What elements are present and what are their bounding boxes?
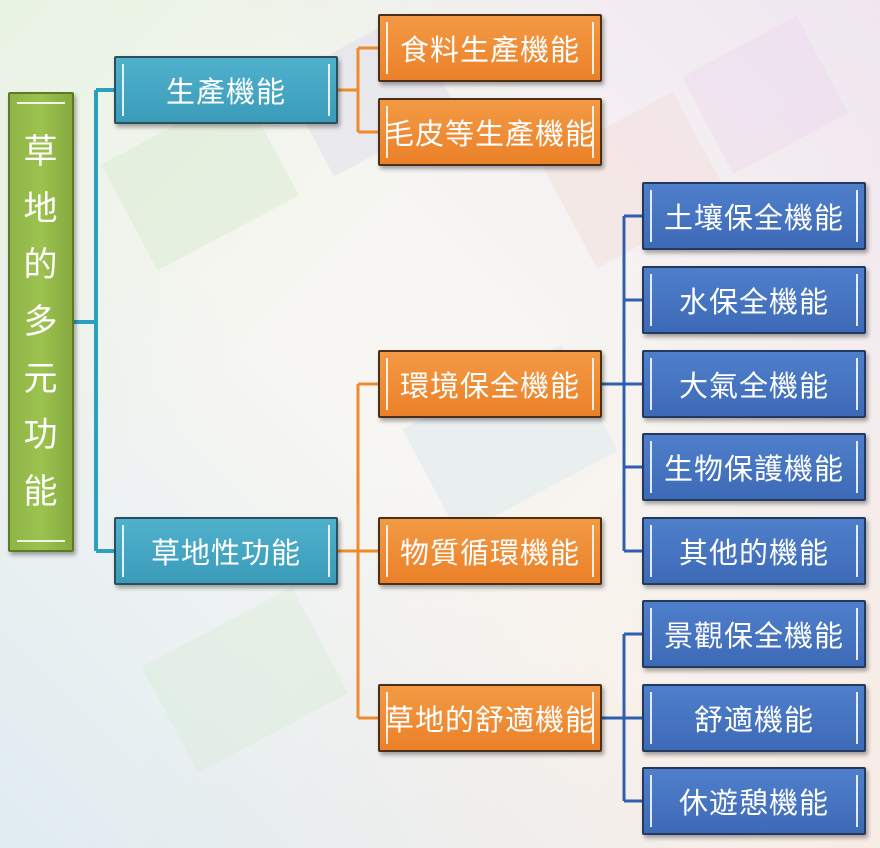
node-food: 食料生產機能 (378, 14, 602, 82)
node-grassland: 草地性功能 (114, 517, 338, 585)
connector-amenity (602, 632, 642, 803)
node-other: 其他的機能 (642, 517, 866, 585)
root-node: 草 地 的 多 元 功 能 (8, 92, 74, 552)
node-cycle: 物質循環機能 (378, 517, 602, 585)
root-char: 功 (23, 415, 59, 456)
node-env: 環境保全機能 (378, 350, 602, 418)
root-char: 的 (23, 245, 59, 286)
connector-root-level1 (74, 88, 114, 553)
root-char: 元 (23, 358, 59, 399)
connector-grassland (338, 382, 378, 720)
root-char: 能 (23, 471, 59, 512)
node-air: 大氣全機能 (642, 350, 866, 418)
root-char: 地 (23, 188, 59, 229)
node-fur: 毛皮等生產機能 (378, 98, 602, 166)
root-char: 草 (23, 132, 59, 173)
node-water: 水保全機能 (642, 266, 866, 334)
connector-env (602, 214, 642, 553)
node-landscape: 景觀保全機能 (642, 600, 866, 668)
node-comfort: 舒適機能 (642, 684, 866, 752)
node-bio: 生物保護機能 (642, 433, 866, 501)
node-recreation: 休遊憩機能 (642, 767, 866, 835)
root-char: 多 (23, 301, 59, 342)
node-amenity: 草地的舒適機能 (378, 684, 602, 752)
node-production: 生產機能 (114, 56, 338, 124)
connector-production (338, 46, 378, 134)
node-soil: 土壤保全機能 (642, 182, 866, 250)
